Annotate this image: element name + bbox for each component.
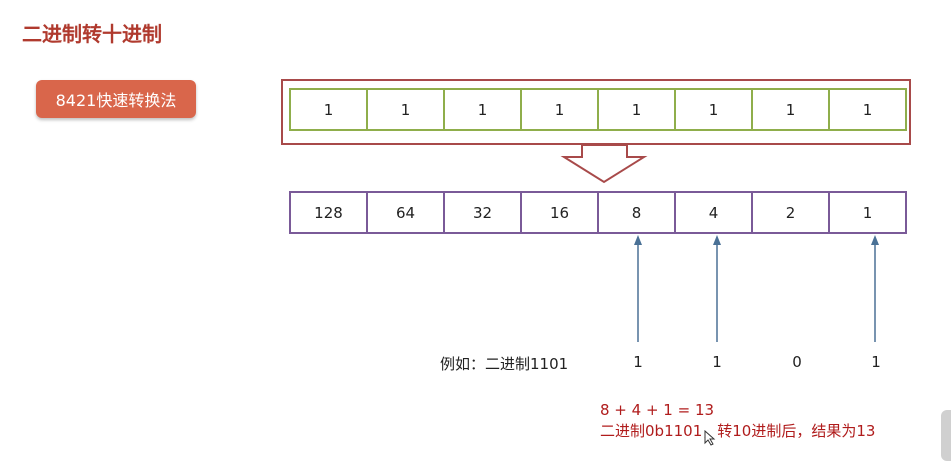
pointer-arrow-8 (634, 235, 642, 342)
bit-cell: 1 (520, 90, 597, 129)
weight-cell: 32 (443, 193, 520, 232)
bit-cell: 1 (443, 90, 520, 129)
pointer-arrow-1 (871, 235, 879, 342)
weight-cell: 4 (674, 193, 751, 232)
pointer-arrow-4 (713, 235, 721, 342)
result-conclusion: 二进制0b1101，转10进制后，结果为13 (600, 422, 876, 440)
bit-cell: 1 (828, 90, 905, 129)
weight-cell: 8 (597, 193, 674, 232)
example-label: 例如：二进制1101 (440, 355, 569, 373)
weight-row: 128 64 32 16 8 4 2 1 (289, 191, 907, 234)
bit-cell: 1 (597, 90, 674, 129)
example-digit: 1 (633, 353, 643, 371)
weight-cell: 128 (314, 203, 343, 222)
example-digit: 1 (712, 353, 722, 371)
weight-cell: 16 (520, 193, 597, 232)
mouse-cursor-icon (704, 430, 716, 446)
example-digit: 1 (871, 353, 881, 371)
slide-title: 二进制转十进制 (22, 22, 162, 46)
bit-row: 1 1 1 1 1 1 1 1 (289, 88, 907, 131)
bit-cell: 1 (323, 100, 334, 119)
weight-cell: 1 (828, 193, 905, 232)
bit-cell: 1 (674, 90, 751, 129)
weight-cell: 64 (366, 193, 443, 232)
side-scroll-tab[interactable] (941, 410, 951, 461)
example-digit: 0 (792, 353, 802, 371)
bit-cell: 1 (366, 90, 443, 129)
down-arrow-icon (560, 144, 648, 184)
bit-cell: 1 (751, 90, 828, 129)
method-badge: 8421快速转换法 (36, 80, 196, 118)
result-sum: 8 + 4 + 1 = 13 (600, 401, 715, 419)
weight-cell: 2 (751, 193, 828, 232)
